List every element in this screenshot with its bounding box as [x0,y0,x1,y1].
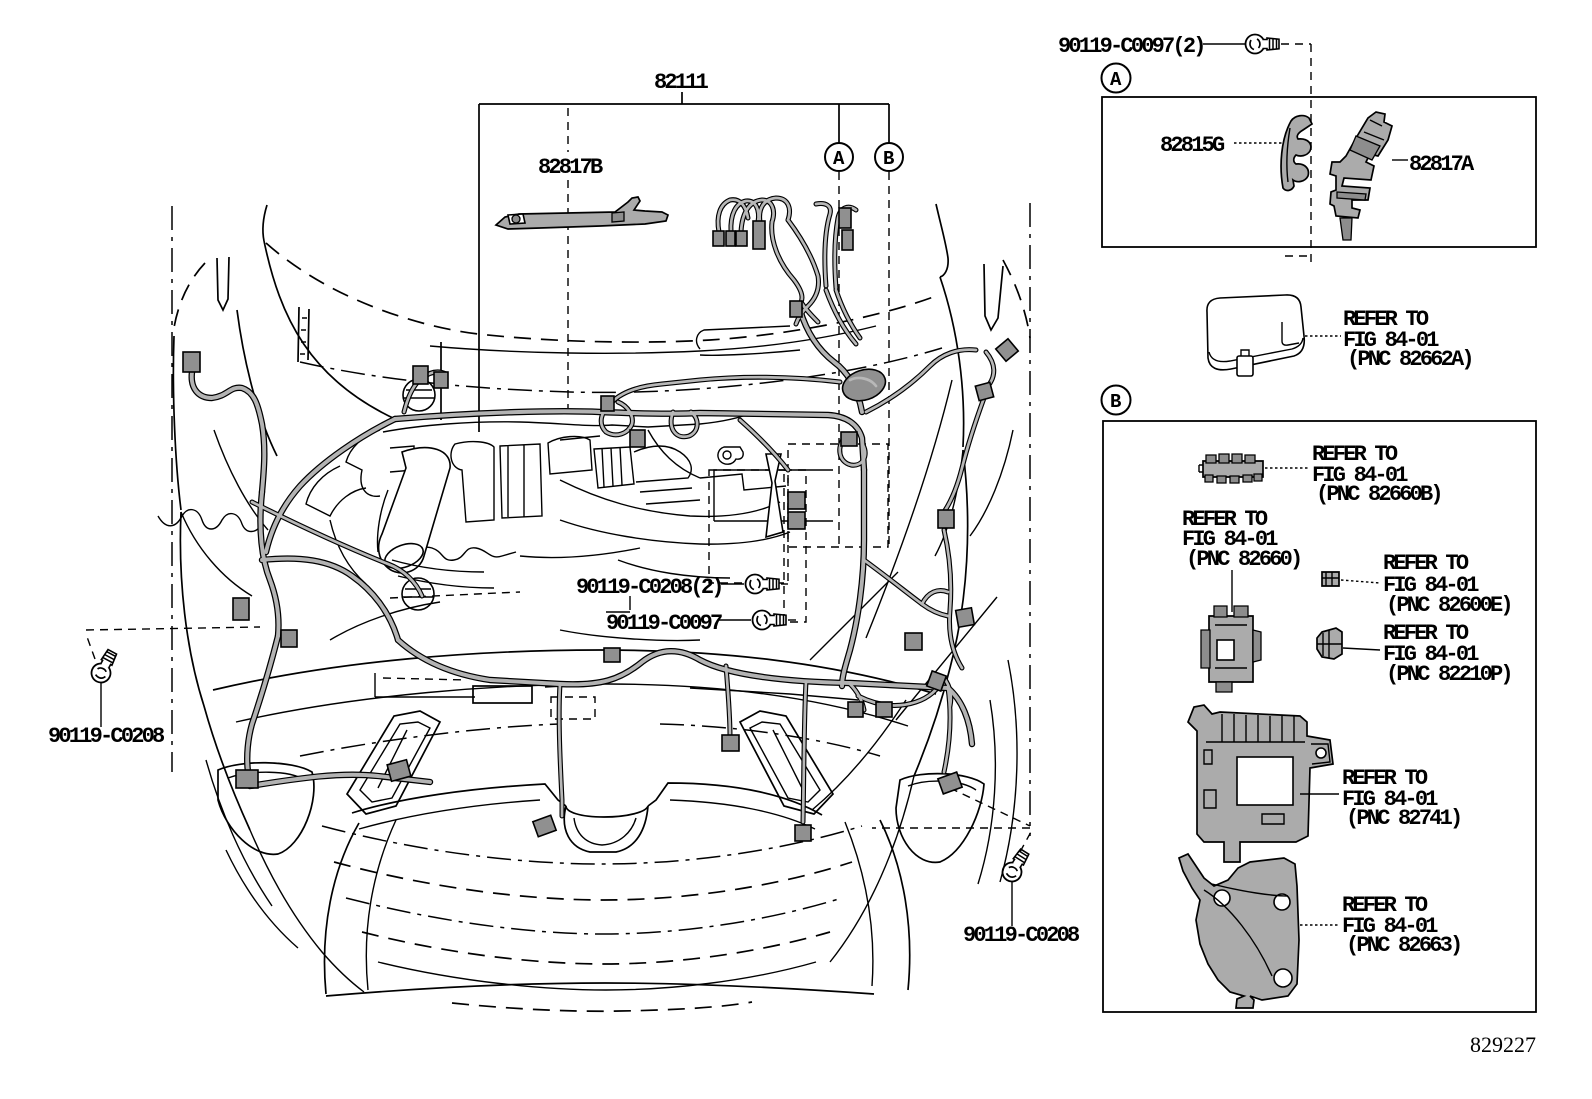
svg-text:(PNC 82600E): (PNC 82600E) [1386,593,1511,618]
svg-text:A: A [833,148,845,170]
svg-text:(PNC 82663): (PNC 82663) [1346,933,1460,958]
svg-text:FIG 84-01: FIG 84-01 [1343,328,1439,353]
svg-text:82817A: 82817A [1409,152,1475,177]
svg-text:REFER TO: REFER TO [1383,621,1469,646]
svg-text:(PNC 82210P): (PNC 82210P) [1386,662,1511,687]
svg-text:82815G: 82815G [1160,133,1225,158]
svg-text:FIG 84-01: FIG 84-01 [1383,642,1479,667]
svg-text:REFER TO: REFER TO [1312,442,1398,467]
svg-text:REFER TO: REFER TO [1383,551,1469,576]
svg-text:82817B: 82817B [538,155,603,180]
svg-text:FIG 84-01: FIG 84-01 [1383,573,1479,598]
svg-text:90119-C0208(2): 90119-C0208(2) [576,575,722,600]
svg-text:(PNC 82660B): (PNC 82660B) [1316,482,1441,507]
svg-text:90119-C0097: 90119-C0097 [606,611,722,636]
svg-text:(PNC 82660): (PNC 82660) [1186,547,1300,572]
svg-text:(PNC 82741): (PNC 82741) [1346,806,1460,831]
svg-text:90119-C0208: 90119-C0208 [963,923,1080,948]
svg-text:B: B [1110,391,1121,413]
svg-text:REFER TO: REFER TO [1343,307,1429,332]
svg-text:90119-C0097(2): 90119-C0097(2) [1058,34,1204,59]
svg-text:(PNC 82662A): (PNC 82662A) [1347,347,1472,372]
svg-text:FIG 84-01: FIG 84-01 [1342,914,1438,939]
svg-text:829227: 829227 [1470,1032,1536,1057]
svg-text:FIG 84-01: FIG 84-01 [1312,463,1408,488]
svg-text:82111: 82111 [654,70,709,95]
svg-text:FIG 84-01: FIG 84-01 [1342,787,1438,812]
svg-text:REFER TO: REFER TO [1342,893,1428,918]
svg-text:A: A [1110,69,1122,91]
svg-text:FIG 84-01: FIG 84-01 [1182,527,1278,552]
svg-text:REFER TO: REFER TO [1182,507,1268,532]
svg-text:90119-C0208: 90119-C0208 [48,724,165,749]
svg-text:REFER TO: REFER TO [1342,766,1428,791]
svg-text:B: B [883,148,894,170]
